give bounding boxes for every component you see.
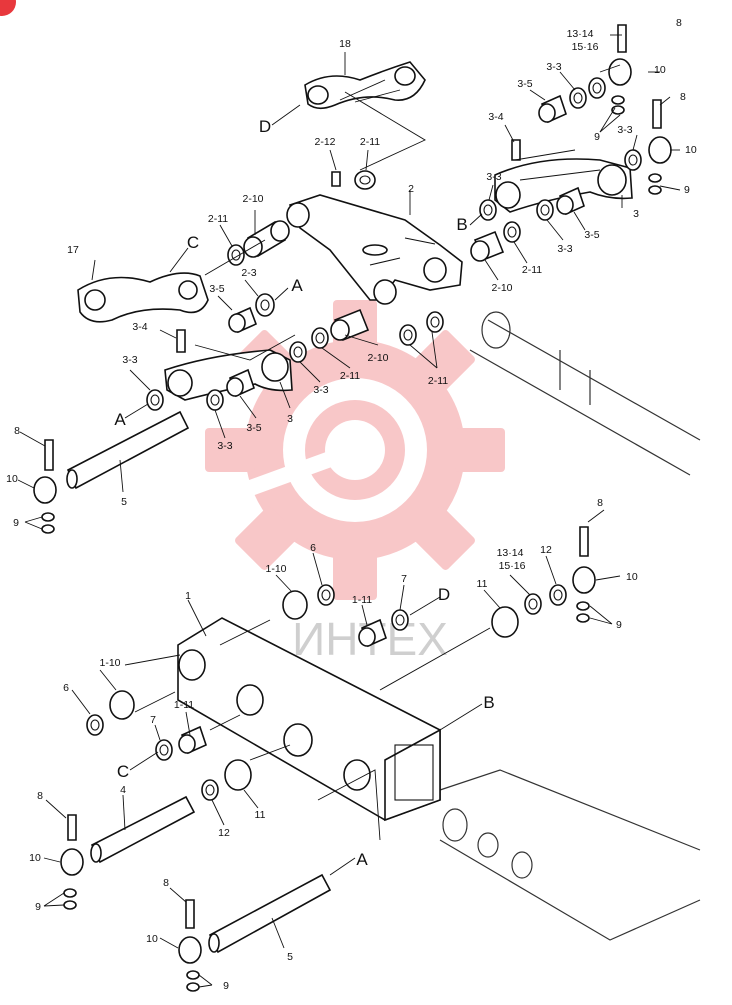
callout-label-c7-b: 7 [150,714,156,726]
callout-label-c3-a: 3 [633,208,639,220]
callout-label-c3-3-e: 3-3 [122,354,137,366]
callout-label-c6-a: 6 [310,542,316,554]
link-3-upper [494,158,633,213]
callout-label-cD-top: D [259,117,271,136]
callout-label-c3-5-c: 3-5 [209,283,224,295]
callout-label-c2: 2 [408,183,414,195]
callout-label-c10-f: 10 [146,933,158,945]
callout-label-cB-low: B [483,693,494,712]
bushings-lower [60,526,596,992]
callout-label-c15-16-a: 15·16 [572,41,599,53]
link-3-lower [164,349,293,401]
callout-label-c12-a: 12 [540,544,552,556]
callout-label-c10-d: 10 [626,571,638,583]
callout-label-c18: 18 [339,38,351,50]
callout-label-c2-10-a: 2-10 [242,193,263,205]
callout-label-c8-d: 8 [597,497,603,509]
callout-label-c2-10-c: 2-10 [367,352,388,364]
assembly-lines [124,79,601,841]
leader-lines [17,34,681,988]
callout-label-c2-11-a: 2-11 [360,136,380,148]
callout-label-c2-11-c: 2-11 [522,264,542,276]
callout-label-c2-10-b: 2-10 [491,282,512,294]
callout-label-c1-10-b: 1-10 [99,657,120,669]
main-frame-1 [177,617,441,822]
callout-label-c5-a: 5 [121,496,127,508]
callout-label-c17: 17 [67,244,79,256]
callout-label-c3-4-b: 3-4 [132,321,147,333]
callout-label-c10-a: 10 [654,64,666,76]
callout-label-c10-c: 10 [6,473,18,485]
callout-label-c6-b: 6 [63,682,69,694]
callout-label-c3-3-c: 3-3 [486,171,501,183]
callout-label-c2-11-b: 2-11 [208,213,228,225]
ghost-boom-cylinder [469,311,701,476]
callout-label-c10-e: 10 [29,852,41,864]
callout-label-c8-b: 8 [680,91,686,103]
callout-label-c12-b: 12 [218,827,230,839]
callout-label-c3-5-a: 3-5 [517,78,532,90]
callout-label-c3-b: 3 [287,413,293,425]
callout-label-c3-5-d: 3-5 [246,422,261,434]
callout-label-c2-3: 2-3 [241,267,256,279]
callout-label-c8-f: 8 [163,877,169,889]
callout-label-c3-4-a: 3-4 [488,111,503,123]
callout-label-c8-e: 8 [37,790,43,802]
link-18 [304,61,426,110]
callout-label-c4: 4 [120,784,126,796]
callout-label-c1-10-a: 1-10 [265,563,286,575]
callout-label-c13-14-a: 13·14 [567,28,594,40]
callout-label-c9-b: 9 [684,184,690,196]
callout-label-c9-e: 9 [35,901,41,913]
callout-label-c1-11-a: 1-11 [352,594,372,606]
callout-label-c10-b: 10 [685,144,697,156]
corner-badge [0,0,16,16]
callout-label-c11-b: 11 [255,809,266,821]
callout-label-c3-3-f: 3-3 [313,384,328,396]
bell-crank-2 [286,194,463,305]
callout-label-c2-12: 2-12 [314,136,335,148]
callout-label-c8-c: 8 [14,425,20,437]
callout-label-c3-3-g: 3-3 [217,440,232,452]
callout-label-c3-3-a: 3-3 [546,61,561,73]
callout-label-cD-low: D [438,585,450,604]
callout-label-c13-14-b: 13·14 [497,547,524,559]
callout-label-c7-a: 7 [401,573,407,585]
callout-label-c9-f: 9 [223,980,229,992]
callout-label-c9-d: 9 [616,619,622,631]
callout-label-c9-c: 9 [13,517,19,529]
callout-label-c8-a: 8 [676,17,682,29]
callout-label-cB-top: B [456,215,467,234]
callout-label-c15-16-b: 15·16 [499,560,526,572]
callout-label-c2-11-e: 2-11 [428,375,448,387]
callout-label-cC-low: C [117,762,129,781]
link-17 [77,272,209,323]
callout-label-c11-a: 11 [477,578,488,590]
callout-label-cA-top: A [291,276,303,295]
callout-label-c9-a: 9 [594,131,600,143]
callout-label-cC-top: C [187,233,199,252]
callout-label-cA-low: A [356,850,368,869]
callout-label-c3-5-b: 3-5 [584,229,599,241]
callout-label-c3-3-b: 3-3 [617,124,632,136]
ghost-arm [439,769,701,941]
callout-label-c1-11-b: 1-11 [174,699,194,711]
watermark-gear-logo [205,300,505,600]
callout-label-cA-mid: A [114,410,126,429]
callout-label-c5-b: 5 [287,951,293,963]
callout-label-c2-11-d: 2-11 [340,370,360,382]
callout-label-c1: 1 [185,590,191,602]
callout-label-c3-3-d: 3-3 [557,243,572,255]
